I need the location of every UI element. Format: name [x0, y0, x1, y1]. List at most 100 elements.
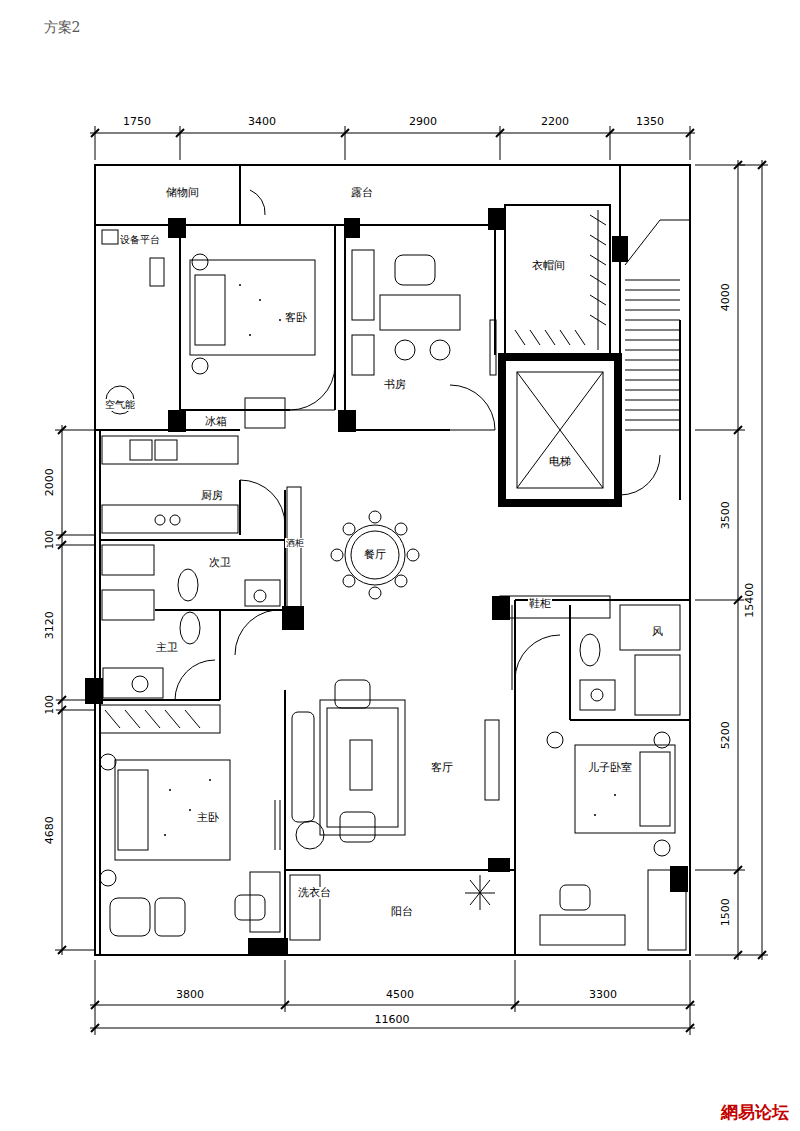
dimension-value: 1750 [122, 116, 152, 129]
furniture [195, 275, 225, 345]
dimension-value: 15400 [744, 581, 757, 618]
furniture [345, 525, 405, 585]
bed-dots [169, 789, 171, 791]
dimension-value: 100 [44, 694, 56, 715]
dimension-line [740, 165, 768, 166]
dimension-line [91, 129, 694, 137]
furniture [395, 575, 407, 587]
furniture [430, 340, 450, 360]
room-label: 冰箱 [204, 416, 228, 429]
dimension-value: 3800 [175, 989, 205, 1002]
room-label: 风 [651, 626, 664, 639]
dimension-line [95, 960, 96, 1035]
dimension-line [62, 425, 63, 955]
dimension-value: 2200 [540, 116, 570, 129]
furniture [648, 870, 686, 950]
furniture [192, 254, 208, 270]
dimension-line [690, 126, 691, 160]
room-label: 主卫 [155, 642, 179, 655]
furniture [132, 676, 148, 692]
bed-dots [594, 814, 596, 816]
elevator-shaft [517, 372, 603, 488]
door-swing [290, 365, 335, 410]
furniture [654, 732, 670, 748]
wall [219, 610, 221, 700]
furniture [380, 295, 460, 330]
window [280, 800, 281, 850]
bed-dots [259, 299, 261, 301]
column [344, 218, 360, 238]
door-swing [235, 610, 285, 655]
furniture [110, 898, 150, 936]
furniture [395, 340, 415, 360]
dimension-value: 3500 [720, 500, 733, 530]
room-label: 厨房 [200, 490, 224, 503]
furniture [150, 258, 164, 286]
dimension-line [610, 126, 611, 160]
room-label: 空气能 [104, 399, 136, 411]
staircase [625, 350, 680, 351]
furniture [395, 523, 407, 535]
door-swing [515, 635, 560, 680]
wall [284, 490, 286, 610]
column [488, 208, 504, 230]
furniture [335, 680, 370, 708]
dimension-line [55, 126, 768, 1035]
wall [514, 600, 516, 955]
furniture [292, 712, 314, 822]
wall [569, 605, 571, 720]
furniture [340, 812, 375, 842]
dimension-line [734, 161, 742, 959]
closet-rail [490, 320, 496, 375]
dimension-line [500, 126, 501, 160]
wall [334, 225, 336, 410]
dimension-line [58, 426, 66, 954]
furniture [343, 523, 355, 535]
room-label: 客卧 [284, 312, 308, 325]
wall [239, 480, 241, 535]
furniture [118, 770, 148, 850]
door-swing [175, 190, 660, 700]
dimension-value: 5200 [720, 720, 733, 750]
furniture [102, 436, 238, 464]
wall [284, 690, 286, 955]
staircase [625, 290, 680, 291]
furniture [245, 398, 285, 428]
furniture [250, 872, 280, 932]
furniture [575, 745, 675, 833]
furniture [369, 511, 381, 523]
wall [344, 225, 346, 430]
furniture [100, 230, 686, 950]
staircase [625, 300, 680, 301]
furniture [352, 250, 374, 320]
furniture [351, 531, 399, 579]
dimension-line [762, 160, 763, 960]
dimension-value: 2900 [408, 116, 438, 129]
room-label: 酒柜 [285, 538, 305, 548]
wall [100, 539, 290, 541]
furniture [343, 575, 355, 587]
dimension-value: 4500 [385, 989, 415, 1002]
furniture [500, 596, 610, 618]
room-label: 次卫 [208, 557, 232, 570]
closet-rail [490, 210, 606, 375]
bed-dots [279, 319, 281, 321]
furniture [254, 590, 266, 602]
furniture [580, 680, 615, 710]
column [168, 218, 186, 238]
staircase [625, 280, 680, 281]
dimension-value: 1350 [635, 116, 665, 129]
room-label: 洗衣台 [297, 887, 332, 900]
furniture [178, 569, 198, 601]
column [338, 410, 356, 432]
staircase [625, 220, 690, 430]
furniture [170, 515, 180, 525]
column [248, 938, 288, 954]
furniture [320, 700, 405, 835]
room-label: 主卧 [196, 812, 220, 825]
furniture [350, 740, 372, 790]
furniture [407, 549, 419, 561]
staircase [625, 310, 680, 311]
window [512, 605, 513, 690]
furniture [640, 752, 670, 826]
